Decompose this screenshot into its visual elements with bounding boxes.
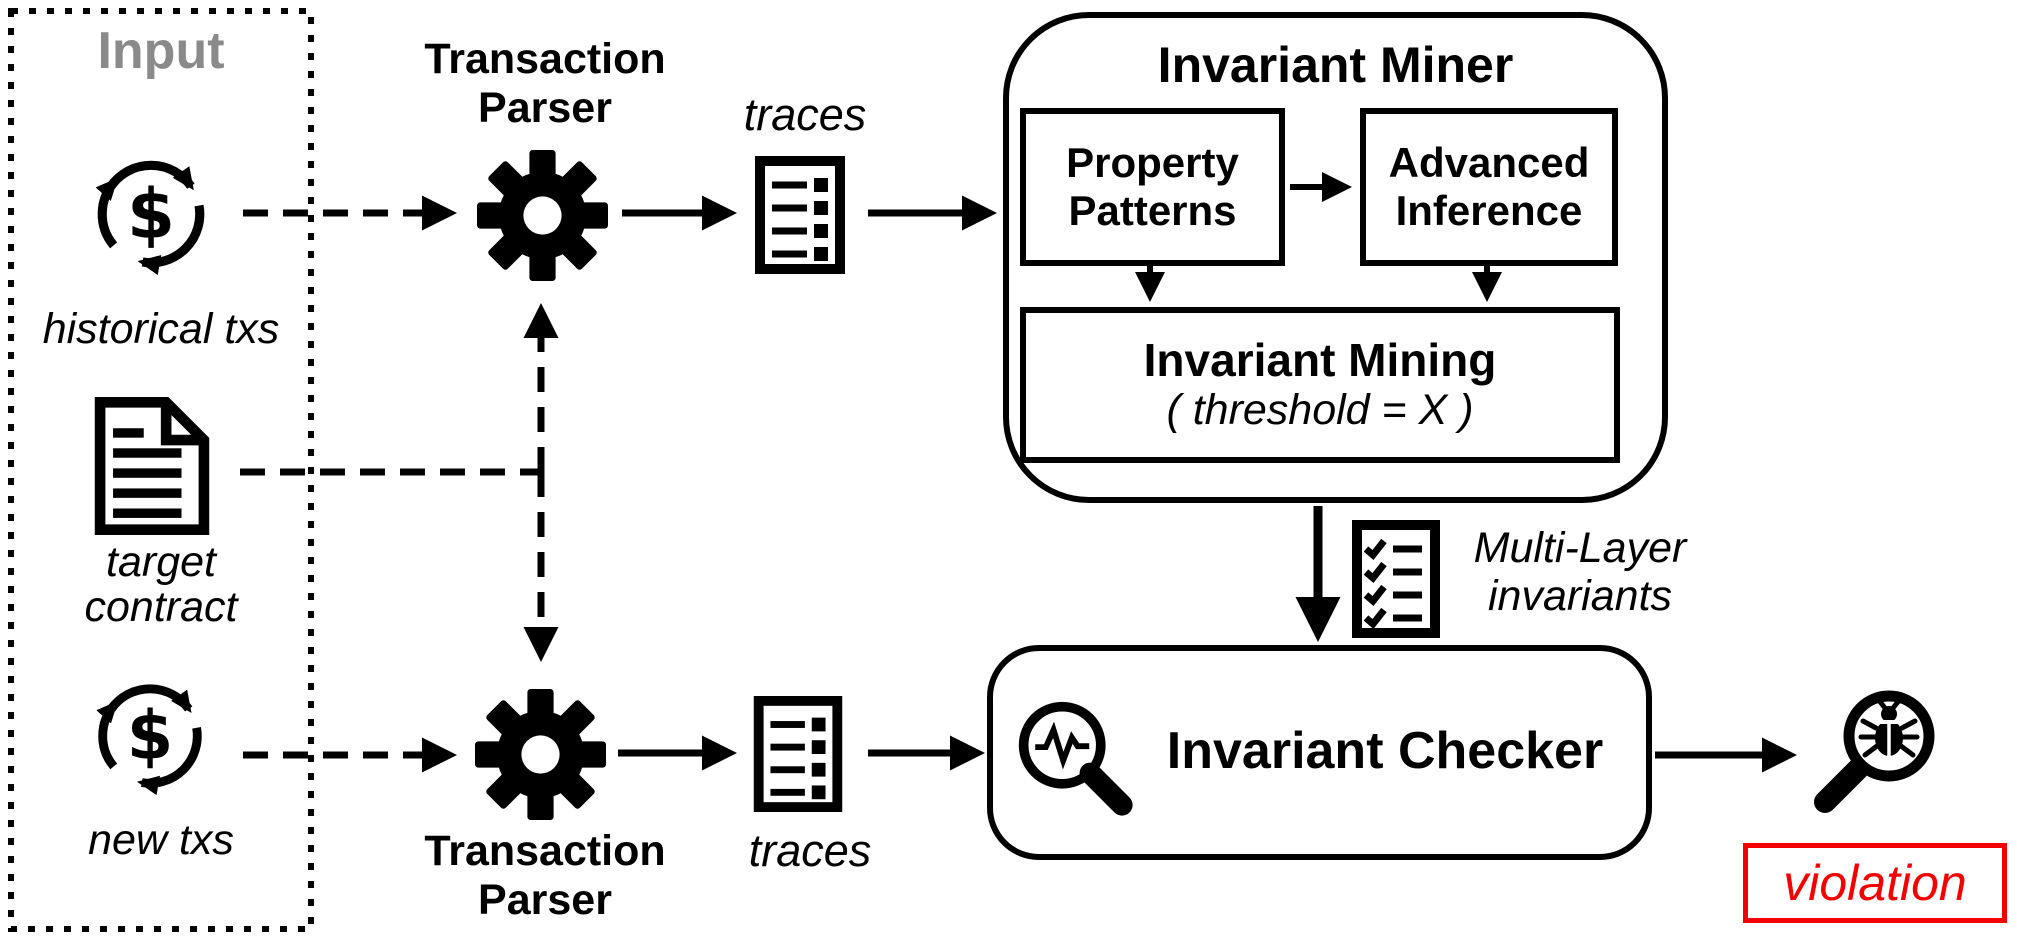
property-patterns-box: Property Patterns [1020, 108, 1285, 266]
traces-bottom-list-icon [753, 696, 843, 812]
new-txs-label: new txs [88, 816, 234, 864]
violation-label: violation [1783, 855, 1967, 911]
traces-bottom-label: traces [748, 825, 872, 876]
invariant-checker-title: Invariant Checker [1166, 722, 1604, 780]
bug-magnifier-icon [1797, 688, 1937, 828]
target-contract-label: target contract [84, 538, 238, 632]
transaction-parser-top-gear-icon [477, 150, 608, 281]
invariant-mining-threshold: ( threshold = X ) [1166, 385, 1474, 434]
historical-txs-cycle-dollar-icon [85, 148, 217, 280]
advanced-inference-box: Advanced Inference [1360, 108, 1618, 266]
invariant-checker-magnifier-pulse-icon [1014, 697, 1149, 832]
input-panel-title: Input [97, 22, 225, 80]
transaction-parser-bottom-label: Transaction Parser [424, 827, 666, 925]
historical-txs-label: historical txs [42, 305, 280, 353]
traces-top-label: traces [743, 89, 867, 140]
traces-top-list-icon [755, 156, 845, 274]
invariant-mining-label: Invariant Mining [1143, 333, 1497, 386]
invariant-mining-box: Invariant Mining ( threshold = X ) [1020, 307, 1620, 463]
multi-layer-invariants-label: Multi-Layer invariants [1473, 524, 1687, 621]
multi-layer-invariants-checklist-icon [1352, 520, 1440, 638]
transaction-parser-bottom-gear-icon [475, 689, 606, 820]
invariant-miner-title: Invariant Miner [1157, 37, 1514, 93]
violation-badge: violation [1743, 843, 2007, 923]
target-contract-document-icon [94, 396, 210, 536]
transaction-parser-top-label: Transaction Parser [424, 35, 666, 133]
new-txs-cycle-dollar-icon [86, 672, 214, 800]
